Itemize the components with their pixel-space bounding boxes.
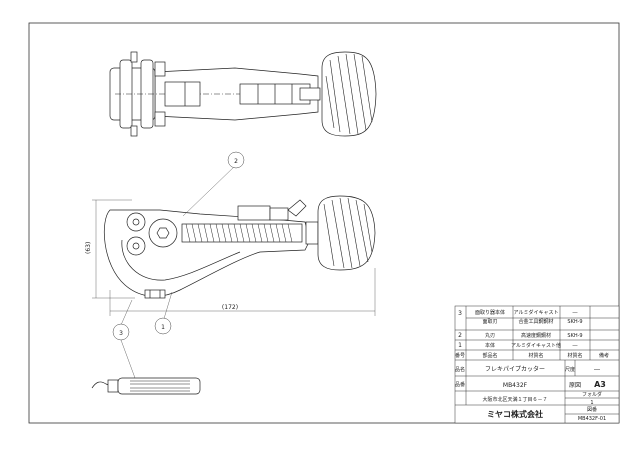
model-label: 品番 xyxy=(455,381,465,388)
part-2-no: 2 xyxy=(458,332,462,339)
deburring-tool-view xyxy=(91,377,201,395)
svg-text:2: 2 xyxy=(234,158,238,165)
dimension-length-label: (172) xyxy=(222,304,238,311)
paper-label: 原図 xyxy=(569,382,581,389)
part-3-name: 面取り器本体面取刃 xyxy=(475,309,505,325)
header-material: 材質名 xyxy=(528,352,543,359)
company-name: ミヤコ株式会社 xyxy=(487,409,543,419)
side-view xyxy=(103,195,376,299)
callout-2: 2 xyxy=(227,151,245,169)
part-1-material: アルミダイキャスト他 xyxy=(511,342,561,349)
part-2-material-code: SKH-9 xyxy=(567,333,582,339)
folder-label: フォルダ xyxy=(582,391,602,398)
part-1-no: 1 xyxy=(458,342,462,349)
header-no: 番号 xyxy=(455,352,465,359)
part-1-material-code: ― xyxy=(573,343,578,349)
dimension-height-label: (63) xyxy=(85,242,92,254)
sheet-border xyxy=(28,22,620,424)
product-name: フレキパイプカッター xyxy=(485,365,545,373)
company-address: 大阪市北区天満１丁目６－７ xyxy=(482,396,547,403)
top-view xyxy=(109,51,377,137)
title-block xyxy=(454,305,620,424)
part-2-material: 高速度鋼鋼材 xyxy=(521,332,551,339)
scale-label: 尺度 xyxy=(565,366,575,373)
parts-table: 3 面取り器本体面取刃 アルミダイキャスト合金工具鋼鋼材 ―SKH-9 2 丸刃… xyxy=(455,309,609,359)
drawing-no-label: 図番 xyxy=(587,406,597,413)
scale-value: ― xyxy=(594,366,600,373)
part-1-name: 本体 xyxy=(485,342,495,349)
part-3-no: 3 xyxy=(458,310,462,317)
header-material-code: 材質名 xyxy=(567,352,582,359)
callout-1: 1 xyxy=(154,317,172,335)
header-remarks: 備考 xyxy=(599,352,609,359)
part-3-material: アルミダイキャスト合金工具鋼鋼材 xyxy=(514,309,559,325)
part-3-material-code: ―SKH-9 xyxy=(567,310,582,325)
model-number: MB432F xyxy=(503,382,528,389)
product-name-label: 品名 xyxy=(455,366,465,373)
paper-size: A3 xyxy=(594,380,606,389)
svg-text:3: 3 xyxy=(119,330,123,337)
drawing-no: MB432F-01 xyxy=(578,416,606,422)
title-block-text: 品名 フレキパイプカッター 尺度 ― 品番 MB432F 原図 A3 大阪市北区… xyxy=(455,365,606,422)
callout-3: 3 xyxy=(112,323,130,341)
svg-text:1: 1 xyxy=(161,324,165,331)
folder-value: 1 xyxy=(590,400,593,406)
part-2-name: 丸刃 xyxy=(485,332,495,339)
dimension-lines xyxy=(92,164,376,379)
header-name: 部品名 xyxy=(482,352,497,359)
